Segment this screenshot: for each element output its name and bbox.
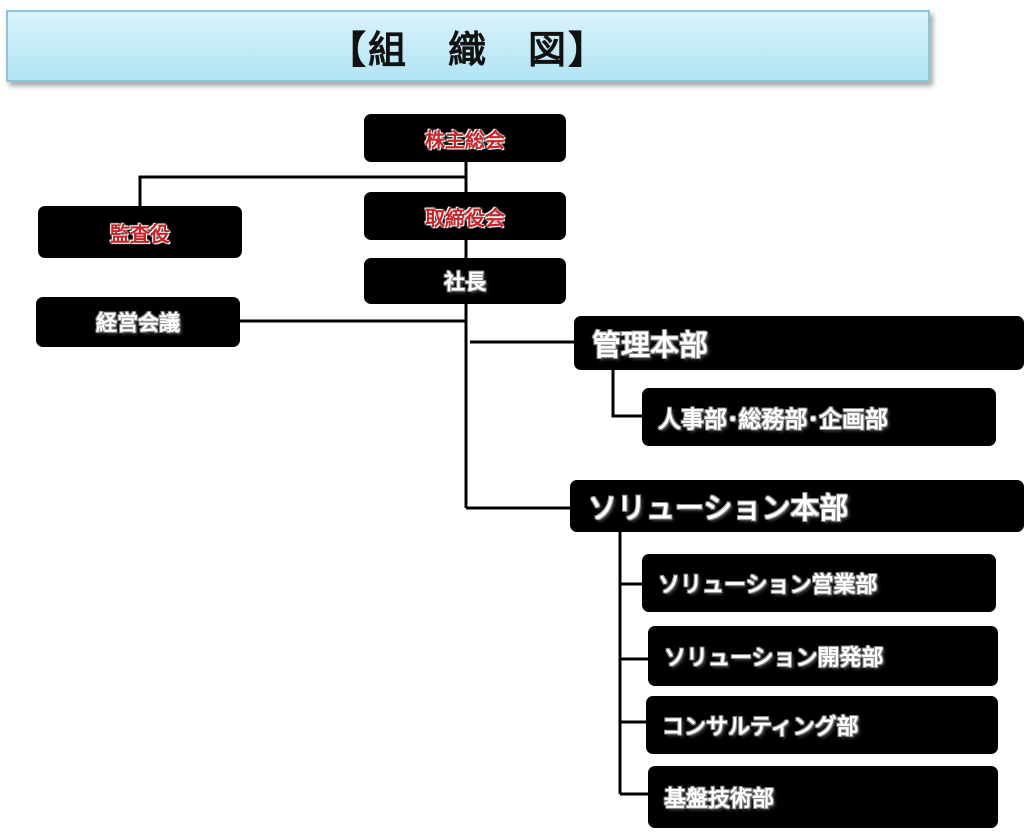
node-board: 取締役会 bbox=[364, 192, 566, 240]
node-infra-tech: 基盤技術部 bbox=[648, 766, 998, 828]
node-label: 基盤技術部 bbox=[664, 787, 775, 812]
chart-title: 【組 織 図】 bbox=[327, 26, 608, 72]
node-auditor: 監査役 bbox=[38, 206, 242, 258]
node-label: 管理本部 bbox=[592, 328, 709, 362]
node-label: 社長 bbox=[444, 270, 486, 294]
node-admin-depts: 人事部･総務部･企画部 bbox=[642, 388, 996, 446]
node-consulting: コンサルティング部 bbox=[646, 696, 998, 754]
node-label: 人事部･総務部･企画部 bbox=[658, 407, 888, 433]
node-shareholders: 株主総会 bbox=[364, 114, 566, 162]
node-label: ソリューション営業部 bbox=[658, 573, 878, 598]
title-banner: 【組 織 図】 bbox=[6, 10, 930, 82]
node-label: コンサルティング部 bbox=[662, 715, 859, 740]
line-auditor bbox=[138, 175, 466, 206]
node-label: ソリューション開発部 bbox=[664, 646, 884, 671]
node-solution-hq: ソリューション本部 bbox=[570, 480, 1024, 532]
node-admin-hq: 管理本部 bbox=[574, 316, 1024, 370]
node-solution-dev: ソリューション開発部 bbox=[648, 626, 998, 686]
node-label: 取締役会 bbox=[425, 205, 505, 230]
node-management-meeting: 経営会議 bbox=[36, 297, 240, 347]
node-label: ソリューション本部 bbox=[588, 491, 849, 525]
node-label: 監査役 bbox=[110, 221, 170, 246]
node-label: 株主総会 bbox=[425, 127, 505, 152]
line-admin-depts bbox=[611, 368, 646, 418]
node-president: 社長 bbox=[364, 258, 566, 304]
node-label: 経営会議 bbox=[96, 311, 180, 335]
node-solution-sales: ソリューション営業部 bbox=[642, 554, 996, 612]
